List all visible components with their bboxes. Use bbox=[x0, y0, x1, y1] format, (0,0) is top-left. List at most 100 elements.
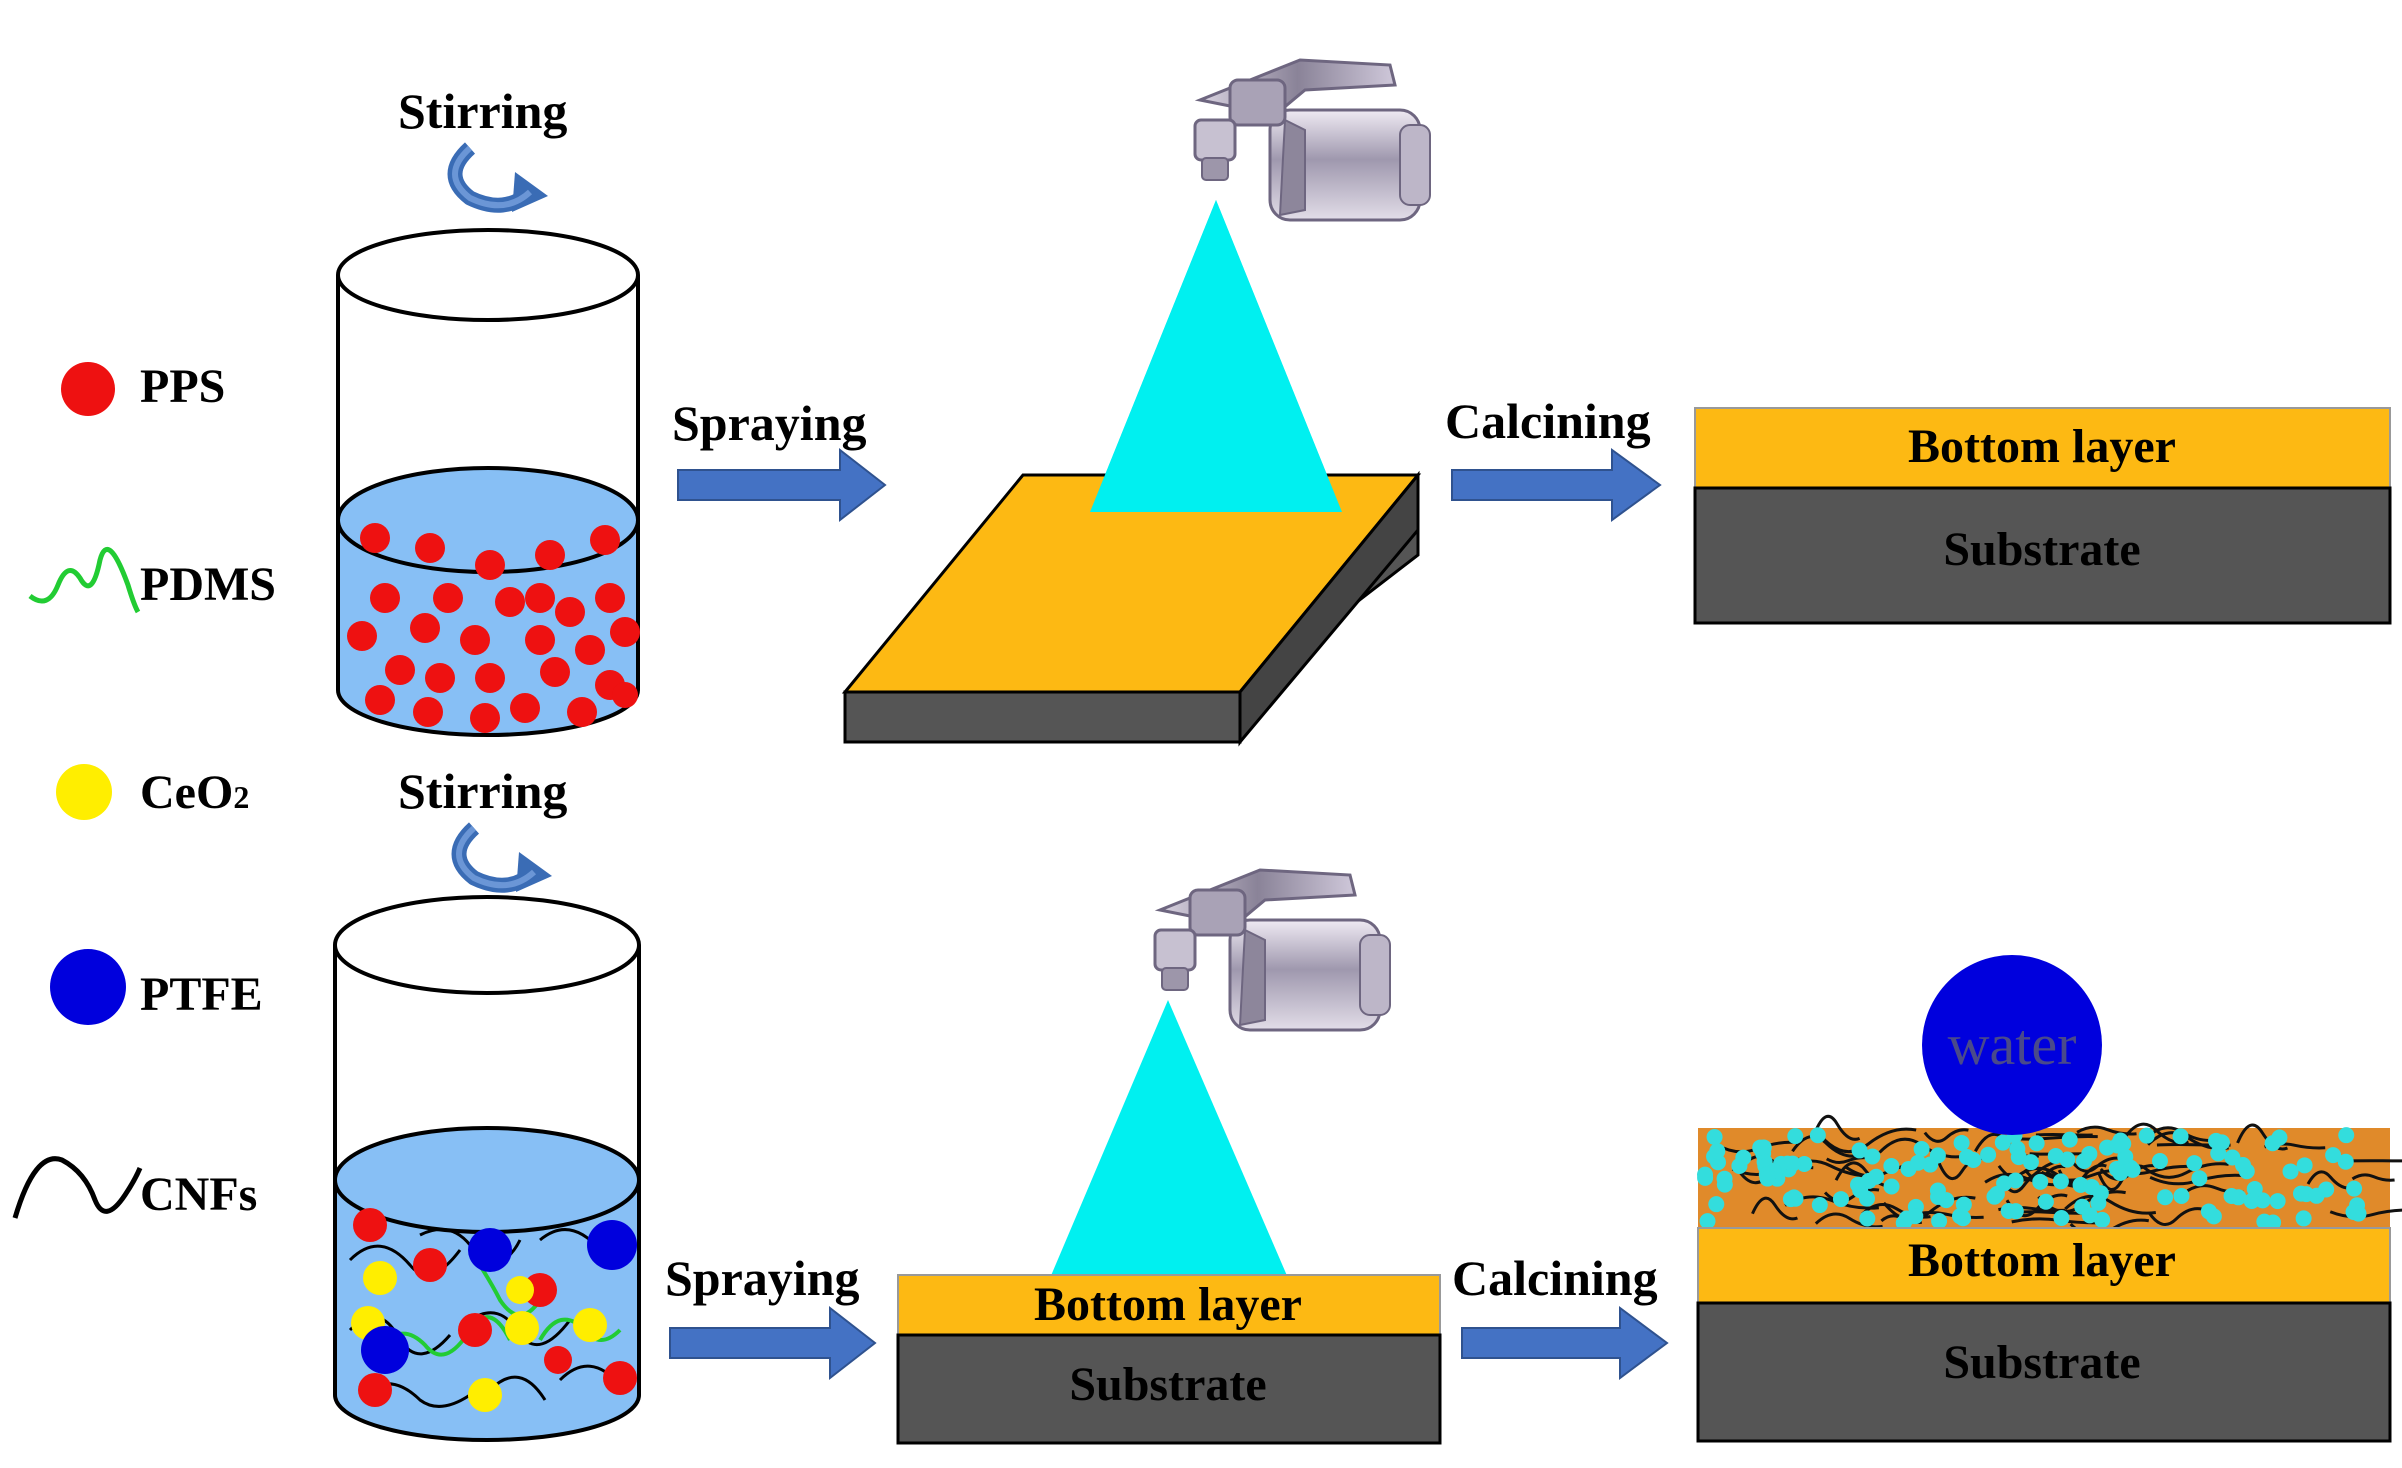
coating-particle bbox=[1980, 1146, 1997, 1163]
substrate-block-1 bbox=[1693, 486, 2392, 625]
bottom-layer-label-3: Bottom layer bbox=[1908, 1234, 2176, 1287]
substrate-label-3: Substrate bbox=[1943, 1336, 2140, 1389]
coating-particle bbox=[2117, 1148, 2134, 1165]
coating-particle bbox=[2047, 1148, 2064, 1165]
coating-particle bbox=[2090, 1194, 2107, 1211]
calcining-label-top: Calcining bbox=[1445, 393, 1651, 449]
spray-gun-icon-bottom bbox=[1153, 868, 1392, 1032]
cnf-fiber bbox=[2142, 1162, 2229, 1179]
substrate-label-2: Substrate bbox=[1069, 1358, 1266, 1411]
coating-particle bbox=[2223, 1187, 2240, 1204]
legend-cnfs-marker bbox=[12, 1156, 143, 1219]
bottom-layer-label-1: Bottom layer bbox=[1908, 420, 2176, 473]
cnf-fiber bbox=[2351, 1173, 2395, 1182]
coating-particle bbox=[2138, 1127, 2155, 1144]
coating-particle bbox=[2269, 1193, 2286, 1210]
rotation-icon-top bbox=[447, 142, 548, 213]
coating-particle bbox=[2246, 1181, 2263, 1198]
coating-particle bbox=[2172, 1128, 2189, 1145]
coating-particle bbox=[1931, 1213, 1948, 1230]
legend-pps-marker bbox=[61, 362, 115, 416]
coating-particle bbox=[2191, 1170, 2208, 1187]
cnf-fiber bbox=[1751, 1196, 1798, 1221]
cnf-fiber bbox=[2329, 1208, 2402, 1219]
water-label: water bbox=[1948, 1012, 2077, 1077]
coating-particle bbox=[1953, 1134, 1970, 1151]
water-droplet bbox=[1922, 955, 2102, 1135]
cnf-fiber bbox=[1818, 1127, 1917, 1154]
bottom-layer-block-2 bbox=[897, 1274, 1441, 1336]
sprayed-plate-top bbox=[841, 470, 1422, 747]
stirring-label-bottom: Stirring bbox=[398, 763, 567, 819]
cnf-fiber bbox=[2147, 1207, 2204, 1226]
coating-particle bbox=[1706, 1129, 1723, 1146]
coating-particle bbox=[1913, 1141, 1930, 1158]
right-arrow-icon-4 bbox=[1461, 1306, 1669, 1380]
coating-particle bbox=[2028, 1135, 2045, 1152]
coating-particle bbox=[2256, 1213, 2273, 1230]
beaker-top-particles bbox=[347, 523, 640, 733]
coating-particle bbox=[1735, 1149, 1752, 1166]
coating-particle bbox=[1787, 1128, 1804, 1145]
coating-particle bbox=[1752, 1139, 1769, 1156]
coating-particle bbox=[2053, 1209, 2070, 1226]
bottom-layer-label-2: Bottom layer bbox=[1034, 1278, 1302, 1331]
cnf-fiber bbox=[1791, 1135, 1860, 1158]
right-arrow-icon-3 bbox=[669, 1305, 877, 1381]
coating-particle bbox=[1922, 1156, 1939, 1173]
coating-particle bbox=[1699, 1213, 1716, 1230]
substrate-label-1: Substrate bbox=[1943, 523, 2140, 576]
coating-particle bbox=[2350, 1205, 2367, 1222]
coating-particle bbox=[2186, 1155, 2203, 1172]
coating-particle bbox=[1907, 1208, 1924, 1225]
coating-particle bbox=[2112, 1164, 2129, 1181]
spray-cone-bottom bbox=[1050, 1000, 1288, 1278]
coating-particle bbox=[1864, 1148, 1881, 1165]
coating-particle bbox=[1697, 1166, 1714, 1183]
legend-pdms-marker bbox=[28, 546, 141, 614]
coating-particle bbox=[1958, 1148, 1975, 1165]
coating-particle bbox=[2308, 1187, 2325, 1204]
coating-particle bbox=[2243, 1193, 2260, 1210]
coating-particle bbox=[2346, 1180, 2363, 1197]
coating-particle bbox=[2094, 1211, 2111, 1228]
coating-particle bbox=[2338, 1127, 2355, 1144]
right-arrow-icon-2 bbox=[1451, 448, 1662, 522]
coating-particle bbox=[2109, 1137, 2126, 1154]
coating-particle bbox=[2022, 1154, 2039, 1171]
coating-particle bbox=[2200, 1203, 2217, 1220]
coating-particle bbox=[2052, 1173, 2069, 1190]
coating-particle bbox=[1868, 1168, 1885, 1185]
cnf-fiber bbox=[1814, 1212, 1883, 1229]
coating-particle bbox=[2295, 1210, 2312, 1227]
coating-particle bbox=[2210, 1145, 2227, 1162]
coating-particle bbox=[1883, 1178, 1900, 1195]
cnf-fiber bbox=[1823, 1188, 1880, 1203]
coating-particle bbox=[2234, 1157, 2251, 1174]
coating-particle bbox=[1859, 1210, 1876, 1227]
coating-particle bbox=[2293, 1185, 2310, 1202]
bottom-layer-block-3 bbox=[1697, 1227, 2391, 1304]
cnf-fiber bbox=[2236, 1123, 2289, 1151]
spraying-label-top: Spraying bbox=[672, 395, 867, 451]
legend-cnfs-label: CNFs bbox=[140, 1168, 257, 1221]
coating-particle bbox=[1996, 1175, 2013, 1192]
substrate-block-3 bbox=[1696, 1301, 2392, 1443]
legend-ceo2-subscript: 2 bbox=[233, 779, 249, 815]
coating-particle bbox=[1955, 1196, 1972, 1213]
stirring-label-top: Stirring bbox=[398, 83, 567, 139]
coating-particle bbox=[2173, 1188, 2190, 1205]
coating-particle bbox=[1883, 1158, 1900, 1175]
legend-ptfe-label: PTFE bbox=[140, 968, 263, 1021]
coating-particle bbox=[1759, 1170, 1776, 1187]
coating-particle bbox=[2007, 1203, 2024, 1220]
coating-particle bbox=[1809, 1127, 1826, 1144]
coating-particle bbox=[1832, 1191, 1849, 1208]
coating-particle bbox=[1796, 1155, 1813, 1172]
coating-particle bbox=[1859, 1190, 1876, 1207]
rotation-icon-bottom bbox=[451, 822, 552, 893]
coating-particle bbox=[2157, 1189, 2174, 1206]
coating-particle bbox=[1708, 1196, 1725, 1213]
coating-particle bbox=[1786, 1189, 1803, 1206]
coating-particle bbox=[1850, 1176, 1867, 1193]
